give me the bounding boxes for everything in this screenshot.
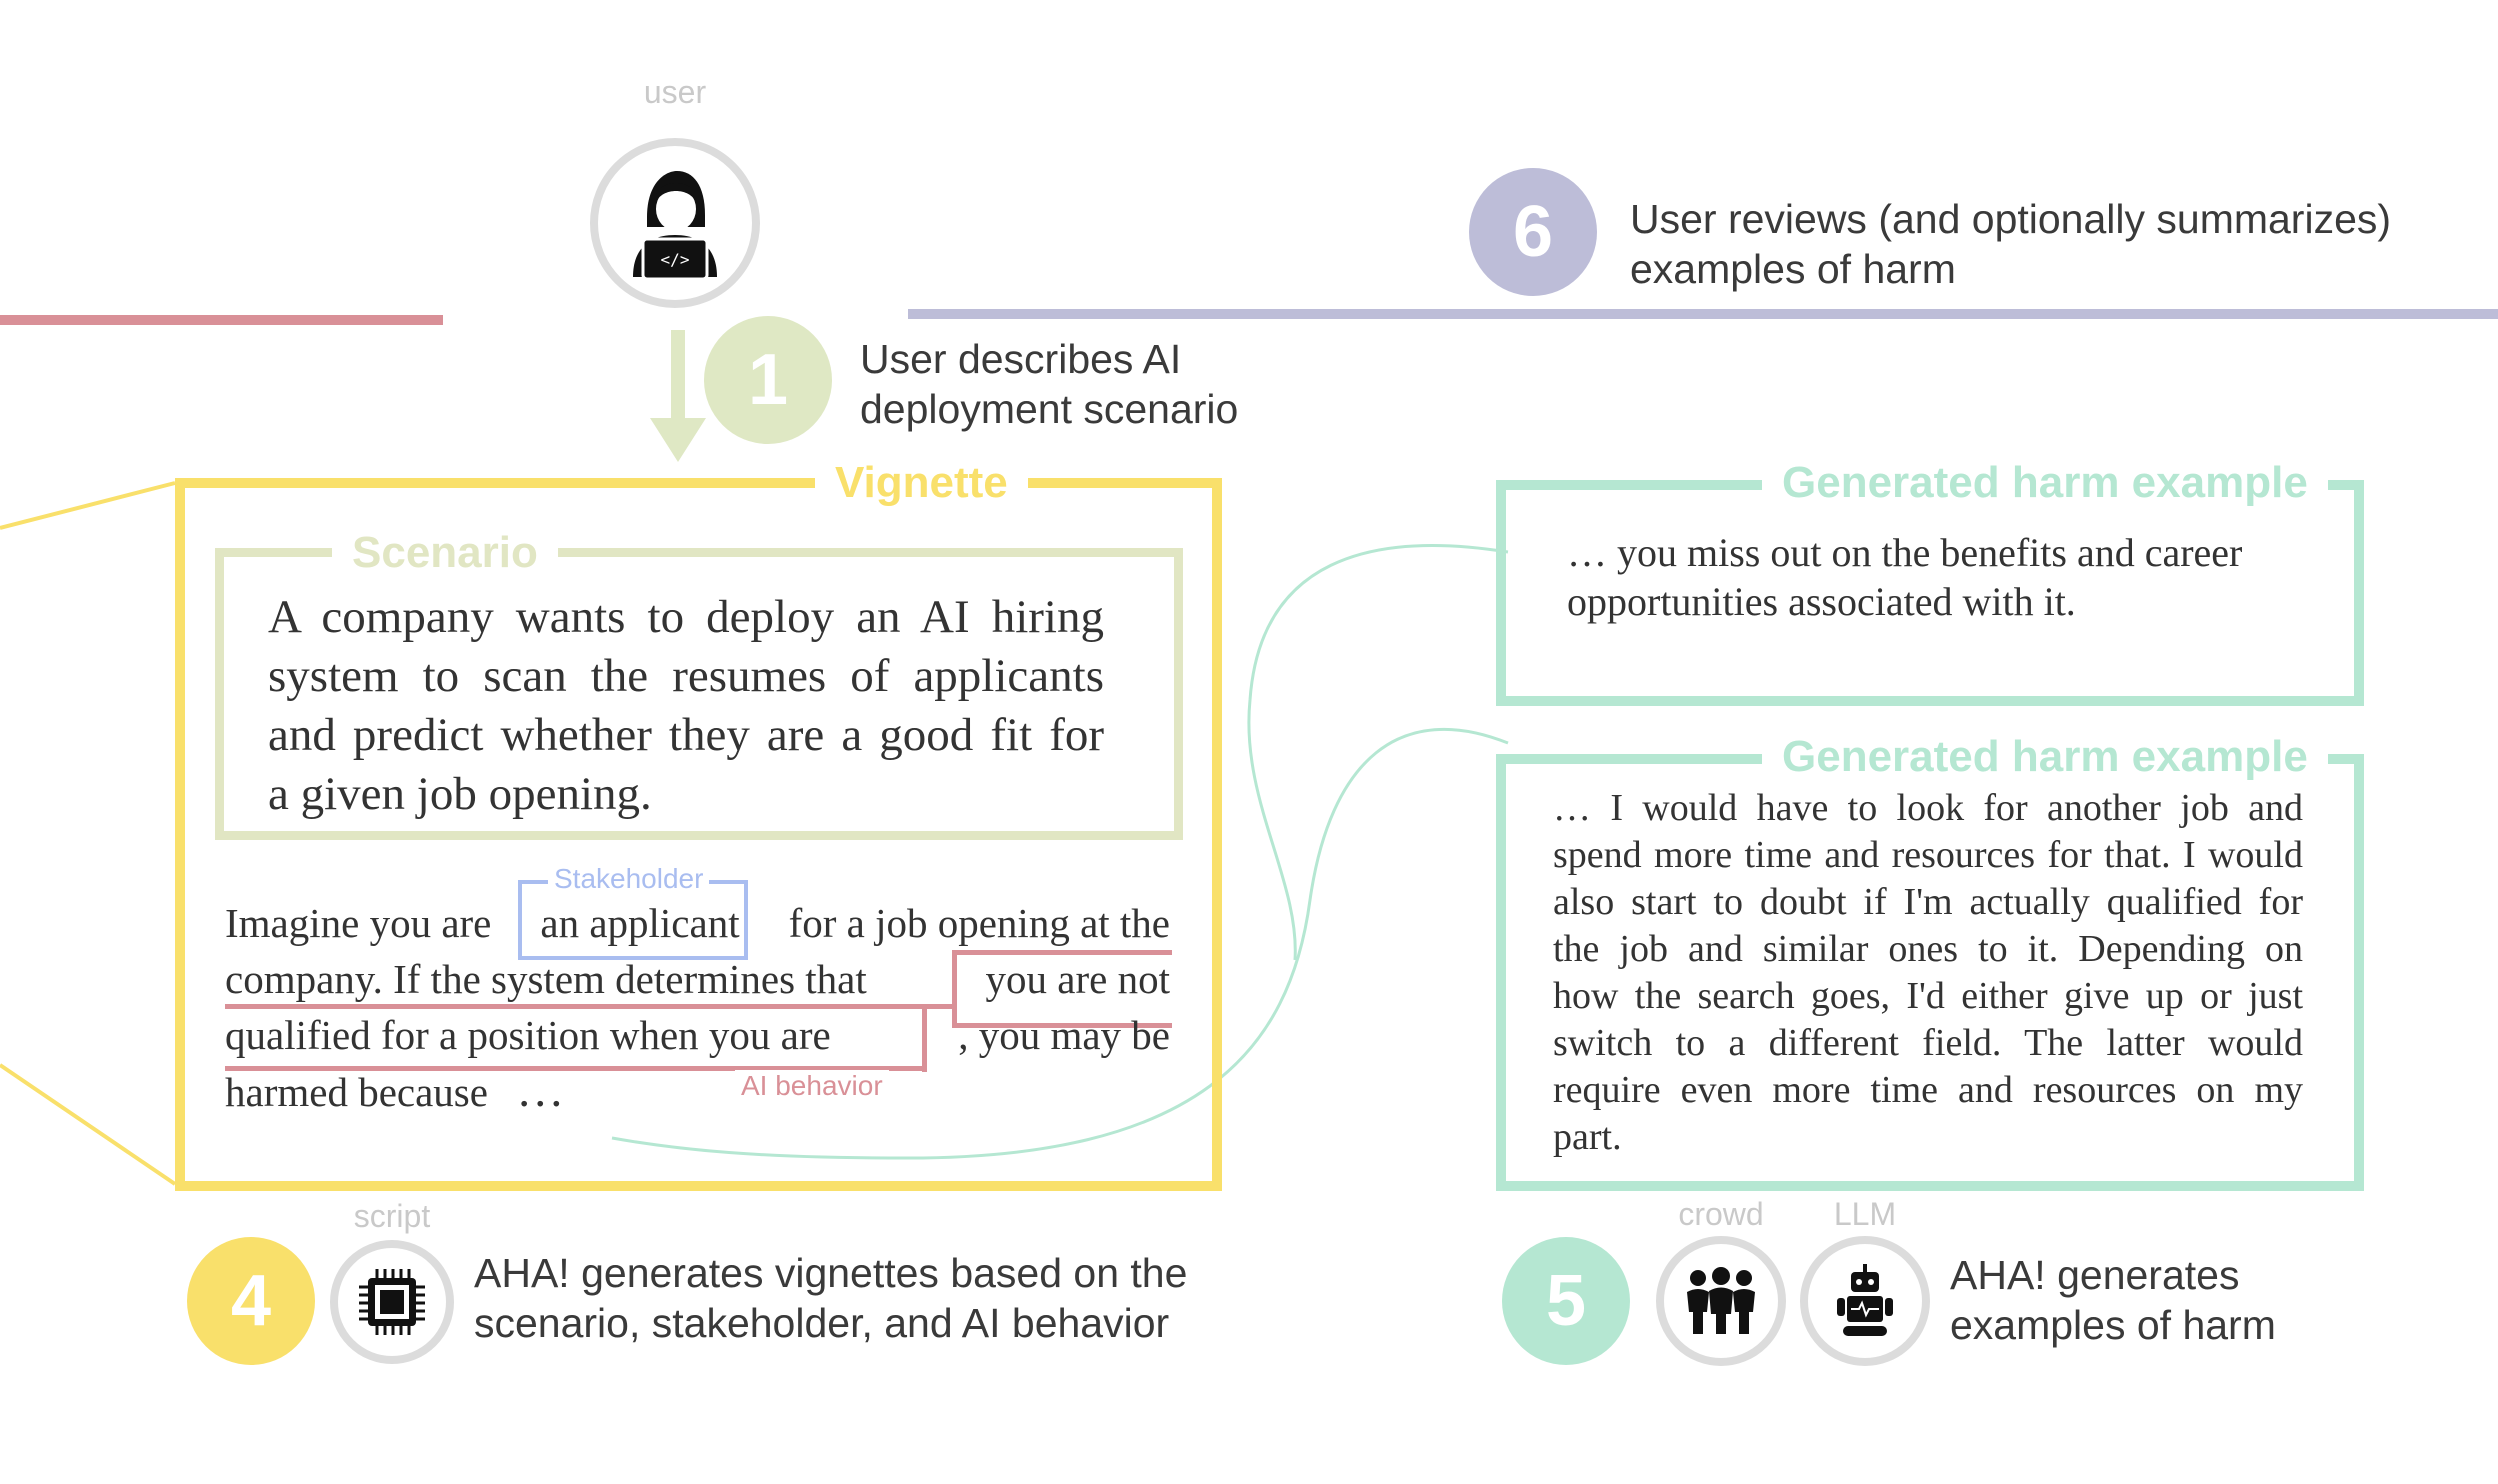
harm-example-2-line-6: switch to a different field. The latter … — [1553, 1022, 2303, 1064]
step-5-line-2: examples of harm — [1950, 1302, 2276, 1348]
harm-example-2-line-1: … I would have to look for another job a… — [1553, 787, 2303, 829]
harm-example-2-line-3: also start to doubt if I'm actually qual… — [1553, 881, 2303, 923]
vignette-line-4: harmed because … — [225, 1066, 564, 1117]
ai-behavior-bottom-underline — [225, 1066, 730, 1071]
harm-example-2-line-5: how the search goes, I'd either give up … — [1553, 975, 2303, 1017]
harm-example-2-text: … I would have to look for another job a… — [1553, 785, 2303, 1161]
robot-icon — [1837, 1264, 1893, 1336]
vignette-line-1-c: for a job opening at the — [788, 900, 1170, 946]
ai-behavior-text-1: you are not — [985, 956, 1170, 1002]
scenario-text: A company wants to deploy an AI hiring s… — [268, 588, 1104, 824]
vignette-line-4-a: harmed because — [225, 1069, 488, 1115]
step-1-badge: 1 — [704, 316, 832, 444]
scenario-line-1: A company wants to deploy an AI hiring — [268, 591, 1104, 643]
step-4-line-1: AHA! generates vignettes based on the — [474, 1250, 1188, 1296]
step-1-line-2: deployment scenario — [860, 386, 1239, 432]
llm-label: LLM — [1833, 1196, 1897, 1232]
step-4-description: AHA! generates vignettes based on the sc… — [474, 1248, 1187, 1348]
vignette-title: Vignette — [815, 458, 1028, 508]
harm-example-1-line-2: opportunities associated with it. — [1567, 579, 2076, 624]
scenario-frame — [215, 548, 1183, 840]
harm-example-2-line-8: part. — [1553, 1116, 1622, 1158]
harm-example-2-title: Generated harm example — [1762, 732, 2328, 782]
crowd-people-icon — [1687, 1267, 1755, 1334]
harm-example-1-text: … you miss out on the benefits and caree… — [1567, 528, 2327, 626]
yellow-connector-bottom — [0, 1063, 177, 1186]
scenario-title: Scenario — [332, 528, 558, 578]
llm-icon-circle — [1800, 1236, 1930, 1366]
step-1-description: User describes AI deployment scenario — [860, 334, 1238, 434]
vignette-line-3-b: , you may be — [958, 1012, 1170, 1058]
crowd-label: crowd — [1678, 1196, 1764, 1232]
step-4-line-2: scenario, stakeholder, and AI behavior — [474, 1300, 1170, 1346]
scenario-line-4: a given job opening. — [268, 768, 652, 820]
svg-text:</>: </> — [661, 250, 690, 269]
vignette-frame — [175, 478, 1222, 1191]
step-6-line-2: examples of harm — [1630, 246, 1956, 292]
ai-behavior-box-right — [922, 1004, 927, 1072]
ai-behavior-tag: AI behavior — [735, 1070, 889, 1102]
scenario-line-2: system to scan the resumes of applicants — [268, 650, 1104, 702]
script-icon-circle — [330, 1240, 454, 1364]
cpu-chip-icon — [359, 1269, 425, 1335]
vignette-line-1: Imagine you are an applicant for a job o… — [225, 898, 1170, 948]
step-5-description: AHA! generates examples of harm — [1950, 1250, 2276, 1350]
step-5-line-1: AHA! generates — [1950, 1252, 2240, 1298]
stakeholder-tag: Stakeholder — [548, 863, 710, 895]
user-label: user — [643, 74, 707, 110]
vignette-line-3: qualified for a position when you are , … — [225, 1010, 1170, 1060]
harm-curve-1 — [1247, 544, 1509, 961]
harm-example-1-line-1: … you miss out on the benefits and caree… — [1567, 530, 2243, 575]
harm-example-2-line-4: the job and similar ones to it. Dependin… — [1553, 928, 2303, 970]
harm-example-2-line-2: spend more time and resources for that. … — [1553, 834, 2303, 876]
down-arrow-head — [650, 418, 706, 462]
user-icon-circle: </> — [590, 138, 760, 308]
script-label: script — [353, 1198, 431, 1234]
step-4-badge: 4 — [187, 1237, 315, 1365]
vignette-line-2: company. If the system determines that y… — [225, 954, 1170, 1004]
ai-behavior-underline-2 — [225, 1004, 952, 1009]
ai-behavior-box-top — [952, 950, 1172, 1028]
vignette-line-2-a: company. If the system determines that — [225, 956, 867, 1002]
step-6-badge: 6 — [1469, 168, 1597, 296]
crowd-icon-circle — [1656, 1236, 1786, 1366]
step-6-description: User reviews (and optionally summarizes)… — [1630, 194, 2391, 294]
vignette-ellipsis: … — [516, 1064, 565, 1117]
yellow-connector-top — [0, 481, 176, 530]
step-6-line-1: User reviews (and optionally summarizes) — [1630, 196, 2392, 242]
step-1-line-1: User describes AI — [860, 336, 1182, 382]
stakeholder-text: an applicant — [540, 900, 740, 946]
user-laptop-icon: </> — [633, 171, 717, 281]
vignette-line-1-a: Imagine you are — [225, 900, 492, 946]
harm-example-2-line-7: require even more time and resources on … — [1553, 1069, 2303, 1111]
harm-example-1-title: Generated harm example — [1762, 458, 2328, 508]
scenario-line-3: and predict whether they are a good fit … — [268, 709, 1104, 761]
ai-behavior-text-2: qualified for a position when you are — [225, 1012, 831, 1058]
step-5-badge: 5 — [1502, 1237, 1630, 1365]
